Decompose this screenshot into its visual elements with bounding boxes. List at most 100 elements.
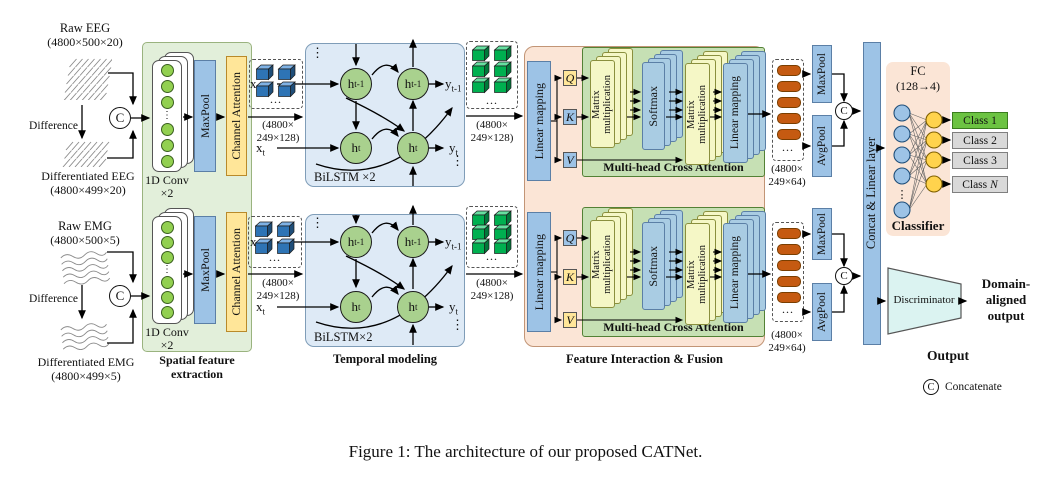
bilstm-box-bottom: BiLSTM×2: [305, 214, 465, 347]
temporal-section-label: Temporal modeling: [332, 352, 438, 366]
feature-pill: [777, 129, 801, 140]
cube-ellipsis: ...: [486, 249, 498, 263]
conv-node: [160, 306, 174, 319]
linear-mapping-in-top: Linear mapping: [527, 61, 551, 181]
feature-pill: [777, 65, 801, 76]
maxpool-eeg: MaxPool: [194, 60, 216, 172]
maxpool-bottom: MaxPool: [812, 208, 832, 260]
linear-mapping-in-bottom: Linear mapping: [527, 212, 551, 332]
conv-node: [160, 276, 174, 289]
fusion-section-label: Feature Interaction & Fusion: [565, 352, 724, 366]
maxpool-emg: MaxPool: [194, 216, 216, 324]
avgpool-top: AvgPool: [812, 115, 832, 177]
value-box-top: V: [563, 152, 577, 168]
raw-emg-signal: [60, 251, 110, 285]
classifier-label: Classifier: [891, 218, 945, 233]
softmax-stack-top: Softmax: [642, 62, 665, 150]
bilstm-in-dims-bottom: (4800×249×128): [256, 277, 300, 302]
concat-node-pool-top: C: [835, 102, 853, 120]
feature-pill: [777, 260, 801, 271]
conv-node: [160, 80, 174, 93]
conv-stack-eeg: ⋮: [152, 60, 182, 172]
green-cubes: [472, 210, 512, 255]
y-prev-label: yt-1: [445, 76, 462, 94]
vdots: ⋮: [311, 45, 324, 60]
raw-eeg-label: Raw EEG: [59, 21, 111, 35]
maxpool-top: MaxPool: [812, 45, 832, 103]
discriminator-label: Discriminator: [893, 294, 955, 306]
feature-pill: [777, 81, 801, 92]
conv-node: [160, 139, 174, 152]
attn-out-dims-bottom: (4800×249×64): [768, 329, 806, 354]
fc-dims: (128→4): [896, 79, 940, 93]
query-box-top: Q: [563, 70, 577, 86]
svg-text:⋮: ⋮: [897, 189, 908, 201]
discriminator-shape: [887, 267, 962, 335]
vdots: ⋮: [451, 153, 464, 168]
conv-label-emg: 1D Conv×2: [145, 325, 189, 352]
x-t-label: xt: [256, 140, 266, 158]
blue-cubes: [256, 64, 296, 98]
diff-emg-signal: [60, 323, 110, 350]
conv-node: [160, 155, 174, 168]
vdots: ⋮: [311, 215, 324, 230]
raw-emg-label: Raw EMG: [58, 219, 112, 233]
conv-stack-emg: ⋮: [152, 216, 182, 324]
output-section-label: Output: [926, 348, 970, 363]
vdots: ⋮: [451, 317, 464, 332]
conv-node: [160, 64, 174, 77]
cube-ellipsis: ...: [486, 93, 498, 107]
legend-concat-label: Concatenate: [945, 381, 1002, 393]
vdots: ⋮: [162, 264, 172, 275]
y-t-label: yt: [449, 299, 459, 317]
cube-ellipsis: ...: [270, 92, 282, 106]
concat-node-emg: C: [109, 285, 131, 307]
eeg-difference-label: Difference: [29, 120, 78, 132]
conv-node: [160, 221, 174, 234]
conv-node: [160, 123, 174, 136]
avgpool-bottom: AvgPool: [812, 283, 832, 341]
channel-attention-emg: Channel Attention: [226, 212, 247, 332]
feature-pill: [777, 292, 801, 303]
green-cubes: [472, 45, 512, 94]
feature-pill: [777, 244, 801, 255]
attention-output-features-top: ...: [772, 59, 804, 161]
softmax-stack-bottom: Softmax: [642, 222, 665, 310]
concat-linear-layer-bar: Concat & Linear layer: [863, 42, 881, 345]
diff-emg-dims: (4800×499×5): [51, 369, 121, 383]
key-box-bottom: K: [563, 269, 577, 285]
concat-node-eeg: C: [109, 107, 131, 129]
attn-in-dims-top: (4800×249×128): [470, 119, 514, 144]
figure-caption: Figure 1: The architecture of our propos…: [348, 442, 703, 461]
diff-eeg-signal: [62, 141, 110, 167]
cube-ellipsis: ...: [269, 250, 281, 264]
concat-node-pool-bottom: C: [835, 267, 853, 285]
feature-pill: [777, 97, 801, 108]
feature-cubes-green-eeg: [466, 41, 518, 109]
fc-network: ⋮: [893, 104, 943, 219]
pill-ellipsis: ...: [782, 140, 794, 154]
bilstm-label: BiLSTM×2: [314, 330, 373, 344]
linear-mapping-out-top: Linear mapping: [723, 63, 748, 163]
x-t-label: xt: [256, 299, 266, 317]
legend-concat-icon: C: [923, 379, 939, 395]
feature-pill: [777, 228, 801, 239]
feature-pill: [777, 113, 801, 124]
y-prev-label: yt-1: [445, 234, 462, 252]
attn-out-dims-top: (4800×249×64): [768, 163, 806, 188]
